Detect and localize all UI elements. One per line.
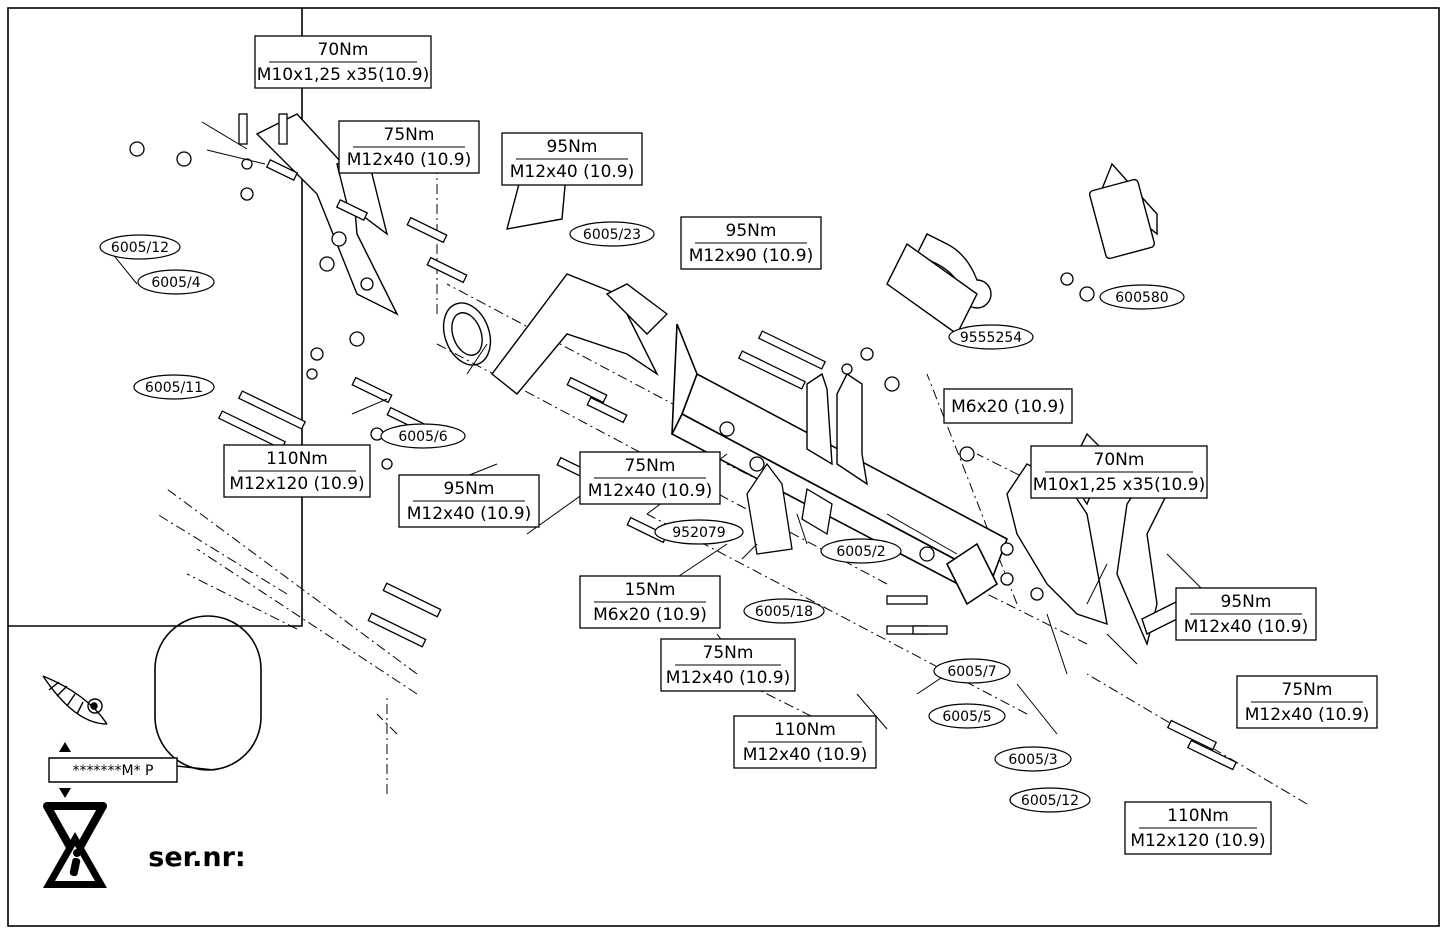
spec-box-9: M12x40 (10.9) 75Nm <box>579 451 721 505</box>
part-number: 6005/23 <box>583 227 641 243</box>
part-tag-8: 6005/2 <box>820 538 902 564</box>
spec-box-1: M10x1,25 x35(10.9) 70Nm <box>254 35 432 89</box>
spec-box-14: M12x40 (10.9) 75Nm <box>1236 675 1378 729</box>
spec-bolt: M12x40 (10.9) <box>1184 617 1309 637</box>
marking-plate-outline <box>154 615 262 771</box>
part-number: 6005/6 <box>398 429 447 445</box>
part-tag-7: 6005/18 <box>743 598 825 624</box>
spec-bolt: M12x120 (10.9) <box>229 474 364 494</box>
spec-box-6: M10x1,25 x35(10.9) 70Nm <box>1030 445 1208 499</box>
spec-torque: 75Nm <box>703 643 754 663</box>
part-tag-11: 6005/7 <box>933 658 1011 684</box>
spec-box-15: M12x120 (10.9) 110Nm <box>1124 801 1272 855</box>
part-tag-5: 6005/6 <box>380 423 466 449</box>
part-number: 6005/2 <box>836 544 885 560</box>
spec-torque: 70Nm <box>1094 450 1145 470</box>
socket-bracket <box>746 462 833 555</box>
spec-bolt: M6x20 (10.9) <box>593 605 707 625</box>
spec-torque: 95Nm <box>444 479 495 499</box>
spec-torque: 110Nm <box>266 449 328 469</box>
part-tag-4: 6005/11 <box>133 374 215 400</box>
part-tag-14: 6005/12 <box>1009 787 1091 813</box>
spec-bolt: M12x40 (10.9) <box>1245 705 1370 725</box>
spec-box-8: M12x40 (10.9) 95Nm <box>398 474 540 528</box>
part-number: 6005/12 <box>1021 793 1079 809</box>
spec-torque: 75Nm <box>1282 680 1333 700</box>
spec-bolt: M12x40 (10.9) <box>407 504 532 524</box>
part-tag-6: 952079 <box>654 519 744 545</box>
spec-bolt: M12x120 (10.9) <box>1130 831 1265 851</box>
spec-box-13: M12x40 (10.9) 95Nm <box>1175 587 1317 641</box>
electric-socket-plate <box>1088 162 1158 260</box>
serial-number-label: ser.nr: <box>148 842 245 873</box>
part-number: 6005/12 <box>111 240 169 256</box>
spec-bolt: M10x1,25 x35(10.9) <box>257 65 429 85</box>
part-tag-12: 6005/5 <box>928 703 1006 729</box>
part-number: 6005/4 <box>151 275 200 291</box>
spec-bolt: M12x40 (10.9) <box>347 150 472 170</box>
info-panel: ser.nr: *******M* P <box>8 8 303 888</box>
marking-label-text: *******M* P <box>73 763 154 779</box>
spec-torque: 95Nm <box>1221 592 1272 612</box>
spec-torque: 95Nm <box>547 137 598 157</box>
part-number: 6005/7 <box>947 664 996 680</box>
part-tag-3: 6005/23 <box>569 221 655 247</box>
spec-torque: 70Nm <box>318 40 369 60</box>
spec-bolt: M12x40 (10.9) <box>510 162 635 182</box>
part-tag-1: 6005/12 <box>99 234 181 260</box>
part-number: 6005/5 <box>942 709 991 725</box>
coupling-ball <box>886 233 992 336</box>
spec-box-4: M12x90 (10.9) 95Nm <box>680 216 822 270</box>
centre-bracket <box>806 372 868 486</box>
part-number: 9555254 <box>960 330 1022 346</box>
spec-box-11: M12x40 (10.9) 75Nm <box>660 638 796 692</box>
spec-torque: 75Nm <box>384 125 435 145</box>
spec-box-7: M12x120 (10.9) 110Nm <box>223 444 371 498</box>
spec-bolt: M12x90 (10.9) <box>689 246 814 266</box>
spec-bolt: M12x40 (10.9) <box>743 745 868 765</box>
spec-torque: 110Nm <box>1167 806 1229 826</box>
part-tag-9: 9555254 <box>948 324 1034 350</box>
spec-box-10: M6x20 (10.9) 15Nm <box>579 575 721 629</box>
spec-torque: 110Nm <box>774 720 836 740</box>
eye-icon <box>42 675 108 725</box>
nuts-and-washers <box>129 141 1095 601</box>
part-number: 6005/18 <box>755 604 813 620</box>
spec-bolt: M12x40 (10.9) <box>588 481 713 501</box>
info-warning-icon <box>43 802 107 888</box>
marking-label: *******M* P <box>48 742 215 798</box>
spec-box-3: M12x40 (10.9) 95Nm <box>501 132 643 186</box>
spec-box-12: M12x40 (10.9) 110Nm <box>733 715 877 769</box>
part-number: 6005/3 <box>1008 752 1057 768</box>
spec-torque: 75Nm <box>625 456 676 476</box>
right-side-plate <box>491 273 669 395</box>
part-number: 952079 <box>672 525 725 541</box>
spec-bolt: M12x40 (10.9) <box>666 668 791 688</box>
part-tag-2: 6005/4 <box>137 269 215 295</box>
serrated-washer <box>442 302 492 366</box>
spec-box-2: M12x40 (10.9) 75Nm <box>338 120 480 174</box>
part-number: 6005/11 <box>145 380 203 396</box>
spec-bolt: M6x20 (10.9) <box>951 397 1065 417</box>
part-tag-13: 6005/3 <box>994 746 1072 772</box>
part-tag-10: 600580 <box>1099 284 1185 310</box>
spec-box-5: M6x20 (10.9) <box>943 388 1073 424</box>
spec-torque: 95Nm <box>726 221 777 241</box>
part-number: 600580 <box>1115 290 1168 306</box>
right-hanger-bracket <box>255 113 399 316</box>
drawing-frame <box>7 7 1440 927</box>
spec-torque: 15Nm <box>625 580 676 600</box>
spec-bolt: M10x1,25 x35(10.9) <box>1033 475 1205 495</box>
